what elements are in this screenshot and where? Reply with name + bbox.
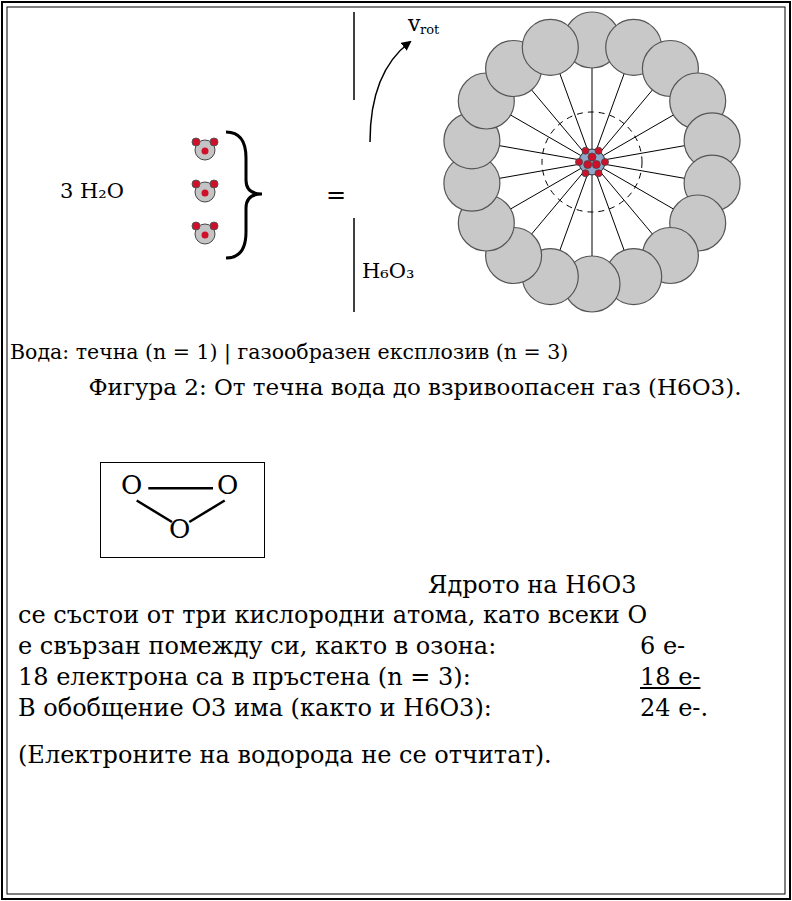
water-molecules	[192, 138, 218, 244]
state-note: Вода: течна (n = 1) | газообразен експло…	[10, 340, 568, 366]
inner-frame	[7, 7, 785, 894]
paragraph-line: 18 електрона са в пръстена (n = 3):	[18, 662, 471, 692]
formula-label: H₆O₃	[362, 258, 414, 284]
paragraph-line: е свързан помежду си, както в озона:	[18, 631, 496, 661]
velocity-symbol: v	[408, 10, 420, 38]
ring-figure	[444, 12, 740, 312]
atom-symbol: O	[217, 469, 238, 502]
atom-core	[202, 232, 209, 239]
figure-caption: Фигура 2: От течна вода до взривоопасен …	[70, 368, 760, 407]
hydrogen-atom	[210, 180, 218, 188]
hydrogen-atom	[595, 170, 602, 177]
hydrogen-atom	[210, 222, 218, 230]
separator-line	[353, 218, 355, 312]
hydrogen-atom	[595, 147, 602, 154]
structure-box: OOO	[100, 462, 265, 558]
equals-sign: =	[326, 180, 346, 210]
hydrogen-atom	[192, 138, 200, 146]
dashed-orbit	[542, 112, 642, 212]
hydrogen-atom	[582, 170, 589, 177]
separator-line	[353, 12, 355, 100]
hydrogen-atom	[192, 222, 200, 230]
atom-core	[202, 148, 209, 155]
electron-count: 24 e-.	[640, 693, 708, 723]
oxygen-core	[592, 161, 600, 169]
paragraph-line: Ядрото на H6O3	[428, 570, 636, 600]
ring-electron	[522, 19, 578, 75]
bond-line	[189, 501, 224, 523]
formula-label: 3 H₂O	[60, 178, 124, 204]
hydrogen-atom	[582, 147, 589, 154]
bond-line	[148, 487, 213, 490]
curly-brace	[226, 132, 262, 258]
velocity-subscript: rot	[420, 22, 439, 38]
hydrogen-atom	[602, 159, 609, 166]
paragraph-line: се състои от три кислородни атома, като …	[18, 600, 647, 630]
paragraph-line: (Електроните на водорода не се отчитат).	[18, 740, 552, 770]
bond-line	[137, 501, 172, 523]
atom-core	[202, 190, 209, 197]
electron-count: 18 e-	[640, 662, 700, 692]
hydrogen-atom	[576, 159, 583, 166]
electron-count: 6 e-	[640, 631, 685, 661]
hydrogen-atom	[210, 138, 218, 146]
atom-symbol: O	[169, 513, 190, 546]
oxygen-core	[584, 161, 592, 169]
oxygen-core	[588, 153, 596, 161]
hydrogen-atom	[192, 180, 200, 188]
atom-symbol: O	[121, 469, 142, 502]
paragraph-line: В обобщение O3 има (както и H6O3):	[18, 693, 492, 723]
rotation-arrow	[370, 42, 410, 142]
